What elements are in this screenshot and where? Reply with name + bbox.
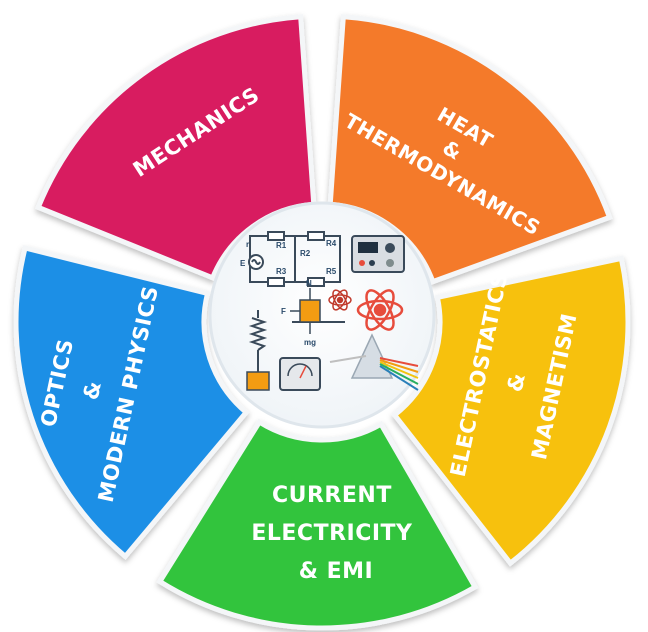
atom-icon-large [356, 289, 404, 331]
segment-current [156, 418, 479, 631]
svg-text:F: F [281, 307, 286, 316]
svg-text:r: r [246, 240, 249, 249]
power-supply-icon [351, 235, 405, 273]
spring-icon [246, 310, 270, 391]
force-diagram: N F mg [281, 279, 345, 347]
svg-text:R1: R1 [276, 241, 287, 250]
svg-text:R4: R4 [326, 239, 337, 248]
svg-text:R5: R5 [326, 267, 337, 276]
meter-icon [279, 357, 321, 391]
svg-text:R3: R3 [276, 267, 287, 276]
label-current: CURRENT ELECTRICITY & EMI [251, 483, 420, 584]
svg-text:N: N [306, 279, 312, 288]
segments-layer [13, 14, 631, 631]
svg-text:E: E [240, 259, 246, 268]
segment-electrostatics [391, 255, 631, 567]
circuit-labels: r R1 R2 R3 R4 R5 E [240, 239, 337, 276]
prism-icon [329, 333, 419, 391]
svg-text:mg: mg [304, 338, 316, 347]
atom-icon-small [328, 289, 352, 311]
segment-optics [13, 244, 250, 560]
circuit-diagram [248, 231, 341, 287]
svg-text:R2: R2 [300, 249, 311, 258]
center-illustration: r R1 R2 R3 R4 R5 E [208, 201, 436, 429]
